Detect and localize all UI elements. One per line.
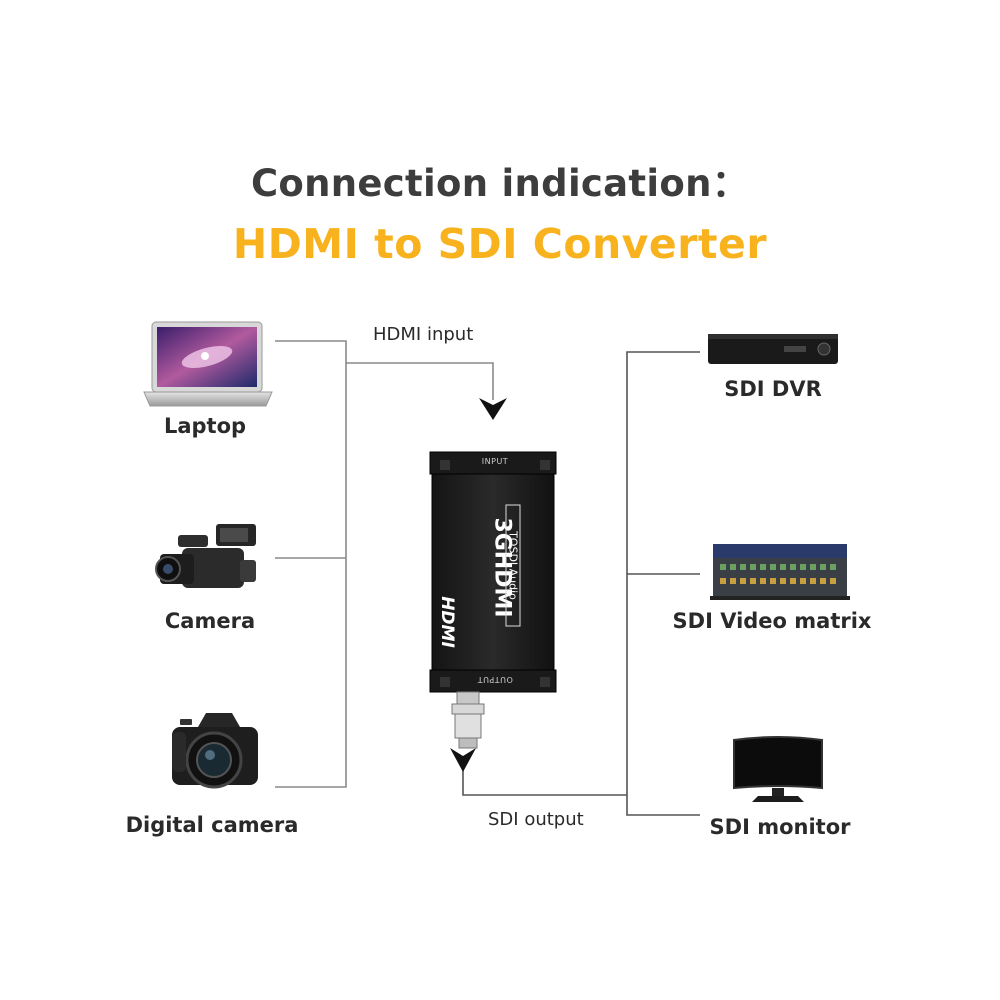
input-device-label-laptop: Laptop [163, 414, 247, 438]
input-connector-lines [275, 340, 494, 788]
output-device-label-video-matrix: SDI Video matrix [672, 609, 872, 633]
device-input-port-text: INPUT [481, 457, 509, 466]
diagram-title: Connection indication： [250, 162, 750, 205]
device-subtitle-text: TOSDI Audio [505, 504, 521, 627]
sdi-output-label: SDI output [488, 809, 584, 830]
hdmi-input-label: HDMI input [373, 324, 474, 345]
output-device-label-monitor: SDI monitor [709, 815, 851, 839]
input-arrow-icon [479, 398, 507, 420]
video-matrix-icon [710, 544, 850, 600]
camcorder-icon [155, 524, 256, 588]
converter-device [429, 451, 557, 749]
laptop-icon [143, 321, 273, 407]
dvr-icon [708, 334, 838, 364]
output-device-label-dvr: SDI DVR [724, 377, 822, 401]
dslr-camera-icon [172, 713, 258, 789]
output-arrow-icon [450, 748, 476, 772]
input-device-label-camera: Camera [164, 609, 256, 633]
input-device-label-digital-camera: Digital camera [125, 813, 299, 837]
diagram-subtitle: HDMI to SDI Converter [232, 220, 768, 268]
monitor-icon [733, 736, 823, 802]
device-brand-logo: HDMI [437, 596, 457, 648]
device-output-port-text: OUTPUT [477, 675, 513, 684]
